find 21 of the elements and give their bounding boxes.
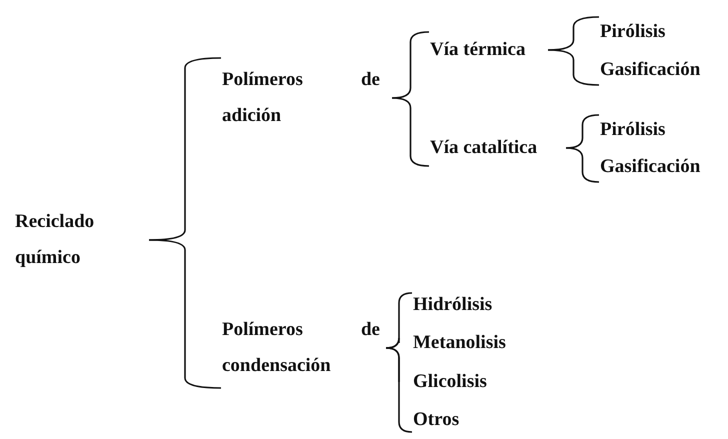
- node-label: Metanolisis: [398, 328, 506, 358]
- brace-arm: [392, 31, 430, 99]
- node-label: Glicolisis: [398, 367, 487, 397]
- node-label: Vía térmica: [430, 32, 548, 68]
- node-label: Hidrólisis: [398, 290, 492, 320]
- node-label: Polímeros de condensación: [222, 312, 386, 384]
- brace-arm: [149, 239, 221, 389]
- brace-arm: [548, 16, 600, 51]
- brace-arm: [566, 147, 600, 183]
- node-label: Vía catalítica: [430, 130, 566, 166]
- node-label: Polímeros de adición: [222, 62, 392, 134]
- node-label: Gasificación: [600, 152, 700, 182]
- node-label: Pirólisis: [600, 115, 666, 145]
- node-label: Gasificación: [600, 55, 700, 85]
- brace-arm: [392, 97, 430, 167]
- node-label: Reciclado químico: [15, 204, 149, 276]
- node-label: Pirólisis: [600, 17, 666, 47]
- brace-arm: [566, 114, 600, 149]
- brace-arm: [386, 337, 400, 349]
- node-label: Otros: [398, 405, 460, 435]
- brace-arm: [548, 49, 600, 86]
